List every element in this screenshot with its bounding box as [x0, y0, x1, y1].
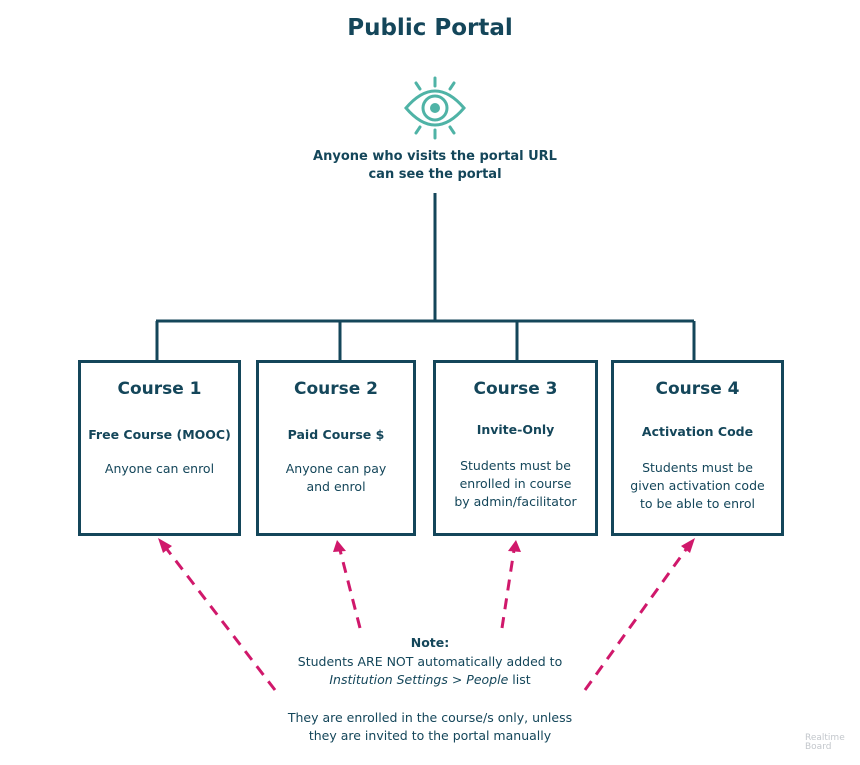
- note-line-2: Institution Settings > People list: [270, 671, 590, 689]
- tree-connector: [155, 193, 696, 361]
- course-3-type: Invite-Only: [476, 422, 555, 437]
- course-2-box: Course 2 Paid Course $ Anyone can pay an…: [256, 360, 416, 536]
- watermark-line-2: Board: [805, 742, 832, 752]
- visibility-line-1: Anyone who visits the portal URL: [313, 149, 557, 164]
- diagram-title: Public Portal: [347, 15, 513, 41]
- course-1-type: Free Course (MOOC): [88, 427, 231, 442]
- course-2-type: Paid Course $: [287, 427, 385, 442]
- course-1-desc-line: Anyone can enrol: [104, 461, 215, 476]
- note-footer: They are enrolled in the course/s only, …: [250, 709, 610, 745]
- course-3-title: Course 3: [473, 379, 558, 399]
- arrow-to-course-1: [164, 547, 277, 691]
- course-4-desc-line: given activation code: [630, 478, 765, 493]
- course-4-box: Course 4 Activation Code Students must b…: [611, 360, 784, 536]
- course-3-desc-line: Students must be: [460, 458, 571, 473]
- course-1-title: Course 1: [117, 379, 202, 399]
- arrow-to-course-3: [500, 549, 516, 629]
- arrow-to-course-2: [338, 549, 362, 629]
- course-1-description: Anyone can enrol: [87, 460, 232, 478]
- course-2-description: Anyone can pay and enrol: [265, 460, 407, 496]
- course-3-desc-line: by admin/facilitator: [454, 494, 577, 509]
- visibility-line-2: can see the portal: [368, 167, 502, 182]
- note-heading: Note:: [410, 635, 450, 650]
- course-2-title: Course 2: [293, 379, 379, 399]
- note-italic-path: Institution Settings > People: [329, 672, 509, 687]
- note-body: Students ARE NOT automatically added to …: [270, 653, 590, 689]
- course-3-desc-line: enrolled in course: [459, 476, 572, 491]
- course-4-type: Activation Code: [641, 424, 754, 439]
- course-1-box: Course 1 Free Course (MOOC) Anyone can e…: [78, 360, 241, 536]
- visibility-caption: Anyone who visits the portal URL can see…: [280, 148, 590, 184]
- arrow-to-course-4: [583, 547, 689, 691]
- dashed-arrows: [164, 547, 689, 691]
- eye-icon: [404, 76, 466, 140]
- realtimeboard-watermark: Realtime Board: [805, 734, 845, 752]
- note-line-2-rest: list: [508, 672, 531, 687]
- note-line-4: they are invited to the portal manually: [308, 728, 552, 743]
- course-4-description: Students must be given activation code t…: [620, 459, 775, 513]
- note-line-1: Students ARE NOT automatically added to: [297, 654, 563, 669]
- course-4-desc-line: to be able to enrol: [640, 496, 755, 511]
- watermark-line-1: Realtime: [805, 733, 845, 743]
- course-2-desc-line: and enrol: [306, 479, 366, 494]
- note-line-3: They are enrolled in the course/s only, …: [287, 710, 573, 725]
- course-4-desc-line: Students must be: [642, 460, 753, 475]
- course-4-title: Course 4: [655, 379, 740, 399]
- course-2-desc-line: Anyone can pay: [285, 461, 387, 476]
- course-3-description: Students must be enrolled in course by a…: [442, 457, 589, 511]
- course-3-box: Course 3 Invite-Only Students must be en…: [433, 360, 598, 536]
- arrow-heads: [158, 538, 695, 553]
